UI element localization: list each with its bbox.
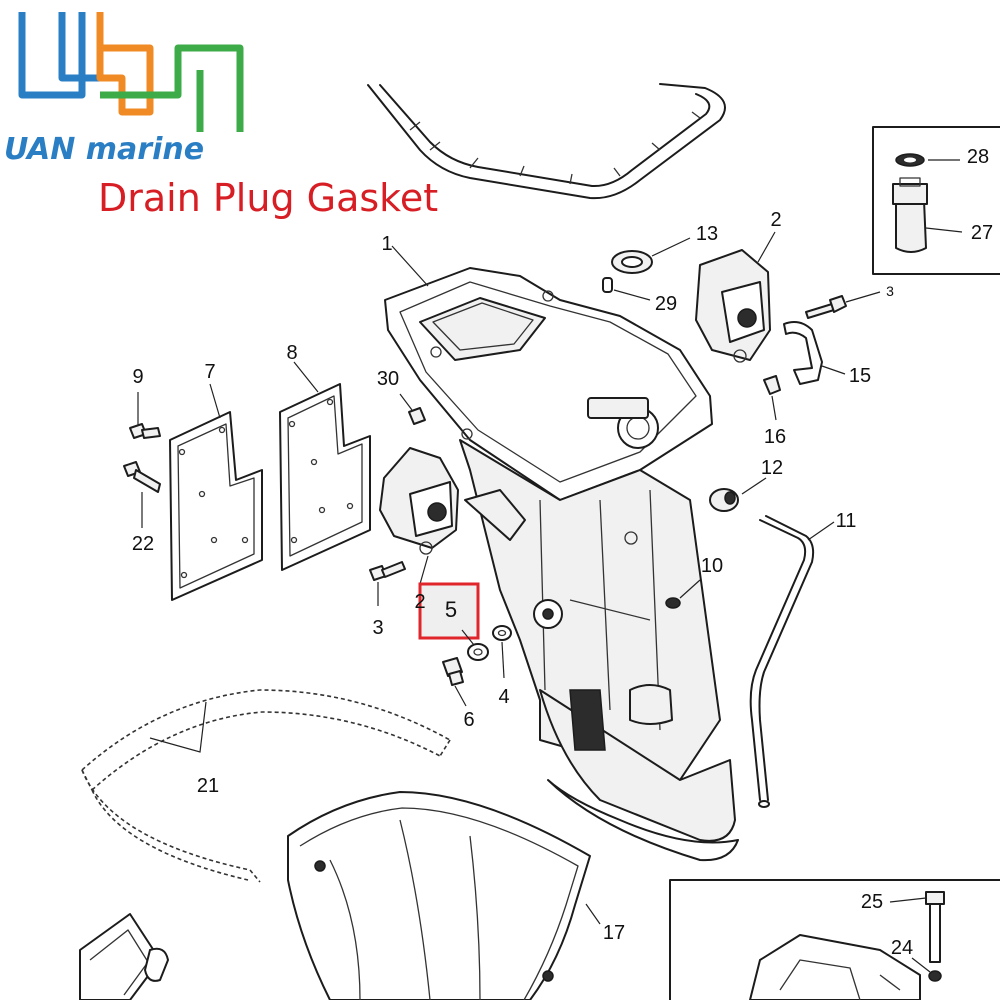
cover-plate-7: [169, 383, 263, 601]
callout-3-left: 3: [372, 617, 384, 639]
callout-8: 8: [286, 342, 298, 364]
top-cowl-seal: [367, 83, 726, 200]
lower-cowl-seal-21: [81, 689, 451, 883]
callout-6: 6: [463, 709, 475, 731]
brand-name: UAN marine: [4, 132, 204, 167]
plug-10: [665, 579, 701, 609]
callout-27: 27: [970, 222, 994, 244]
bolts-9-and-22: [123, 392, 161, 528]
callout-7: 7: [204, 361, 216, 383]
callout-13: 13: [695, 223, 719, 245]
callout-2-left: 2: [414, 591, 426, 613]
brand-logo-icon: [18, 12, 244, 132]
callout-21: 21: [196, 775, 220, 797]
lower-cowl-17: [287, 791, 601, 1000]
bushing-12: [709, 477, 767, 512]
callout-17: 17: [602, 922, 626, 944]
callout-15: 15: [848, 365, 872, 387]
gasket-8: [279, 361, 371, 571]
highlight-box-part-5: [418, 582, 480, 640]
seal-13-and-pin-29: [602, 237, 691, 301]
bolt-3-left: [369, 561, 406, 606]
driveshaft-housing: [384, 245, 739, 862]
callout-5: 5: [444, 597, 458, 622]
callout-22: 22: [131, 533, 155, 555]
callout-10: 10: [700, 555, 724, 577]
mount-right: [695, 231, 776, 363]
callout-3-right: 3: [886, 283, 894, 299]
brand-name-marine: marine: [85, 132, 205, 167]
page-title: Drain Plug Gasket: [98, 176, 439, 220]
callout-24: 24: [890, 937, 914, 959]
bolt-30: [399, 393, 426, 425]
callout-16: 16: [763, 426, 787, 448]
bracket-and-bolts-right: [763, 291, 881, 421]
callout-4: 4: [498, 686, 510, 708]
callout-28: 28: [966, 146, 990, 168]
shift-rod-11: [749, 515, 835, 808]
callout-11: 11: [835, 510, 857, 532]
callout-9: 9: [132, 366, 144, 388]
drain-plug-assembly: [442, 625, 512, 707]
callout-29: 29: [654, 293, 678, 315]
callout-2-right: 2: [770, 209, 782, 231]
bottom-left-fragment: [79, 913, 169, 1000]
callout-1: 1: [381, 233, 393, 255]
callout-12: 12: [760, 457, 784, 479]
brand-name-uan: UAN: [4, 132, 76, 167]
inset-box-water-tube: [872, 126, 1000, 275]
callout-25: 25: [860, 891, 884, 913]
mount-left: [379, 447, 459, 585]
inset-box-bottom-right: [669, 879, 1000, 1000]
callout-30: 30: [376, 368, 400, 390]
